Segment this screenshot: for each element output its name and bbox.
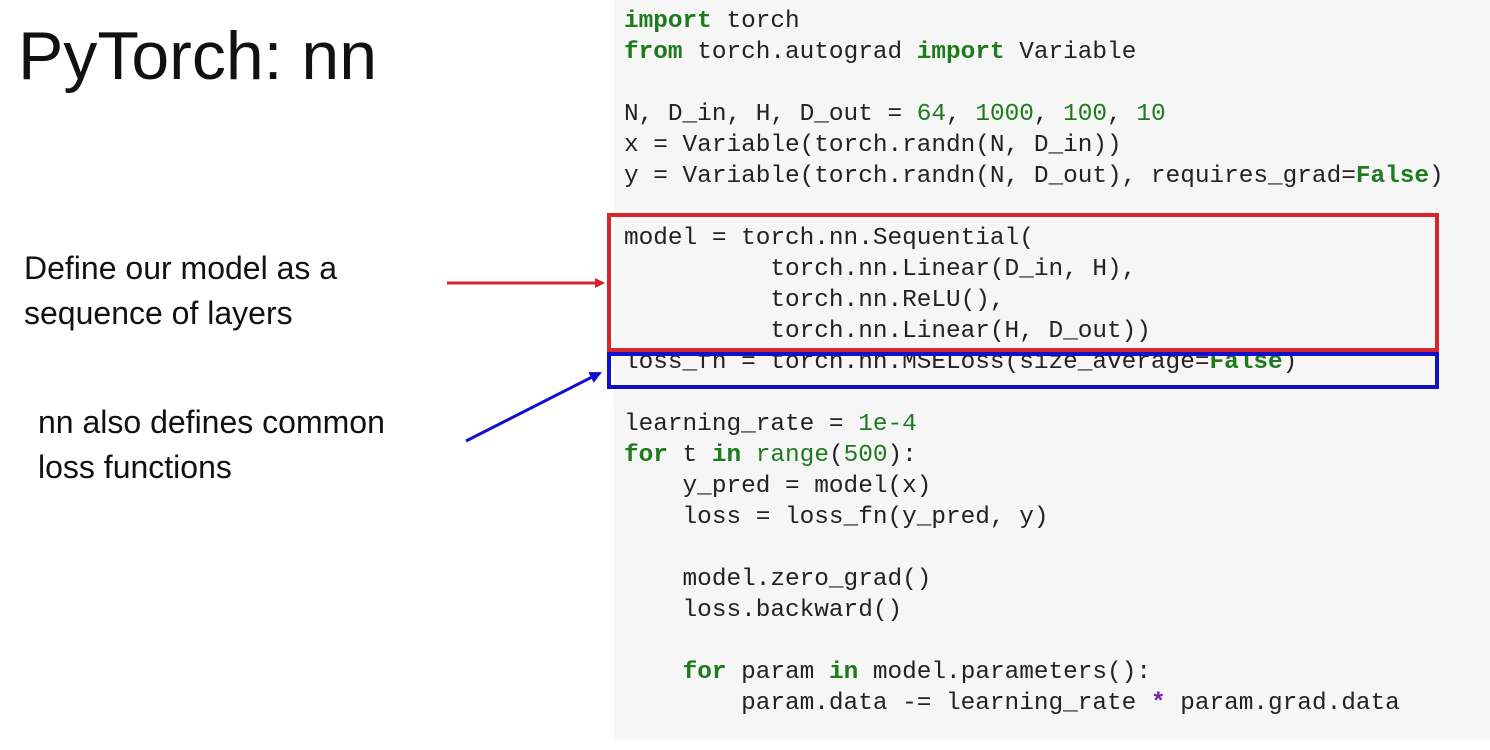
code-panel: import torch from torch.autograd import V… (614, 0, 1490, 740)
annotation-loss: nn also defines common loss functions (38, 400, 385, 490)
code-line: ​ (624, 533, 1444, 564)
code-line: for t in range(500): (624, 442, 917, 469)
code-line: torch.nn.Linear(H, D_out)) (624, 318, 1151, 345)
loss-arrow (465, 371, 602, 443)
code-line: ​ (624, 378, 1444, 409)
code-line: for param in model.parameters(): (682, 659, 1151, 686)
annotation-loss-line-1: nn also defines common (38, 404, 385, 440)
code-block: import torch from torch.autograd import V… (624, 6, 1444, 719)
code-line: ​ (624, 626, 1444, 657)
code-line: loss_fn = torch.nn.MSELoss(size_average=… (624, 349, 1298, 376)
annotation-model-line-1: Define our model as a (24, 250, 338, 286)
slide-title: PyTorch: nn (18, 18, 378, 94)
code-line: x = Variable(torch.randn(N, D_in)) (624, 132, 1122, 159)
code-line: loss.backward() (624, 597, 903, 624)
code-line: loss = loss_fn(y_pred, y) (624, 504, 1049, 531)
code-line: y_pred = model(x) (624, 473, 932, 500)
code-line: import torch (624, 8, 800, 35)
code-line: ​ (624, 68, 1444, 99)
code-line: model.zero_grad() (624, 566, 932, 593)
code-line: learning_rate = 1e-4 (624, 411, 917, 438)
code-line: y = Variable(torch.randn(N, D_out), requ… (624, 163, 1444, 190)
code-line: torch.nn.ReLU(), (624, 287, 1005, 314)
annotation-model: Define our model as a sequence of layers (24, 246, 337, 336)
annotation-loss-line-2: loss functions (38, 449, 232, 485)
code-line: model = torch.nn.Sequential( (624, 225, 1034, 252)
code-line: N, D_in, H, D_out = 64, 1000, 100, 10 (624, 101, 1166, 128)
code-line: param.data -= learning_rate * param.grad… (624, 690, 1400, 717)
annotation-model-line-2: sequence of layers (24, 295, 293, 331)
code-line: from torch.autograd import Variable (624, 39, 1137, 66)
code-line: ​ (624, 192, 1444, 223)
code-line: torch.nn.Linear(D_in, H), (624, 256, 1137, 283)
